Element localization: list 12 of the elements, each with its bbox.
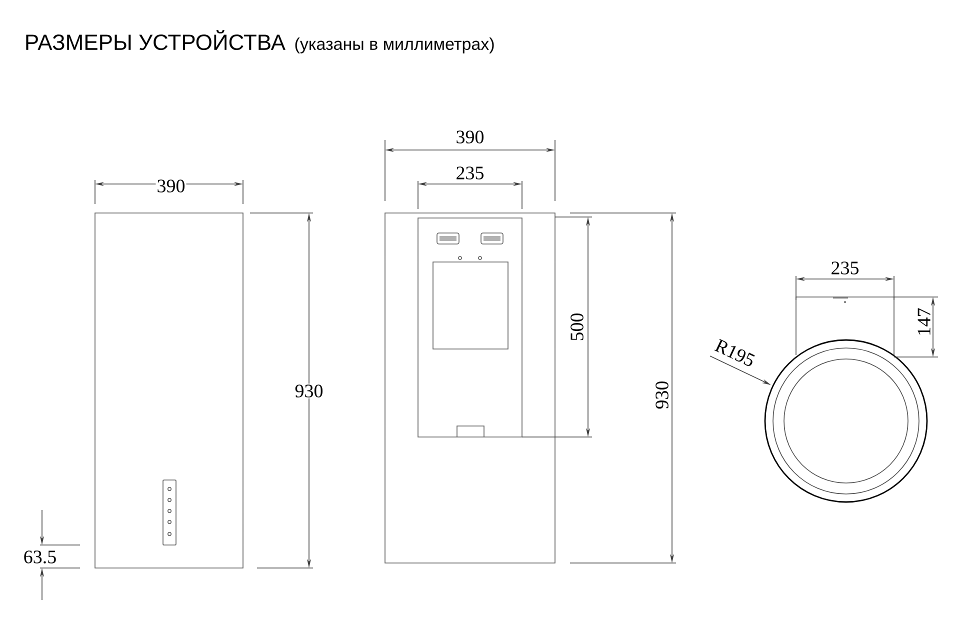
dimension-label: 930 bbox=[656, 382, 668, 409]
dimension-label: 63.5 bbox=[24, 550, 56, 564]
subtitle: (указаны в миллиметрах) bbox=[295, 38, 494, 54]
dimension-label: 235 bbox=[832, 262, 858, 274]
dimension-label: 500 bbox=[570, 314, 584, 340]
dimension-label: 235 bbox=[456, 166, 484, 180]
dimension-label: 930 bbox=[295, 384, 323, 398]
dimension-label: 147 bbox=[918, 308, 930, 335]
title: РАЗМЕРЫ УСТРОЙСТВА bbox=[26, 30, 286, 50]
dimension-label: R195 bbox=[714, 338, 755, 366]
dimension-label: 390 bbox=[456, 130, 484, 144]
dimension-label: 390 bbox=[158, 180, 185, 192]
